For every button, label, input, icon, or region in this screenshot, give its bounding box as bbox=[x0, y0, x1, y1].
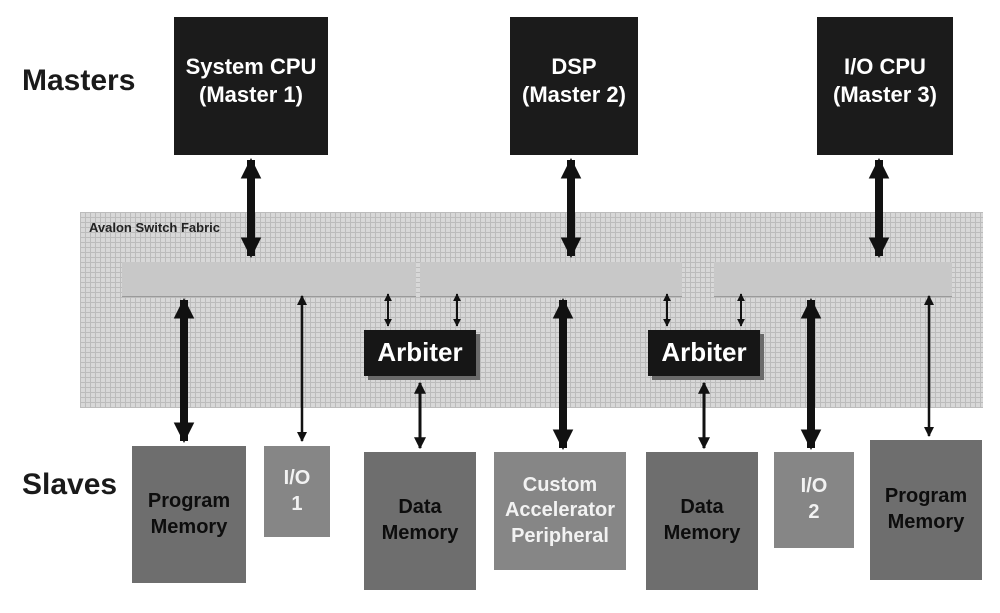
slave-data-memory-1: Data Memory bbox=[364, 452, 476, 590]
switch-fabric-label: Avalon Switch Fabric bbox=[89, 220, 220, 235]
master-system-cpu: System CPU (Master 1) bbox=[174, 17, 328, 155]
arbiter-2: Arbiter bbox=[648, 330, 760, 376]
fabric-bus-segment-1 bbox=[122, 262, 416, 296]
arbiter-1: Arbiter bbox=[364, 330, 476, 376]
slave-program-memory-1: Program Memory bbox=[132, 446, 246, 583]
slaves-row-label: Slaves bbox=[22, 468, 118, 501]
slave-data-memory-2: Data Memory bbox=[646, 452, 758, 590]
fabric-bus-segment-2 bbox=[420, 262, 682, 296]
masters-row-label: Masters bbox=[22, 64, 136, 97]
switch-fabric bbox=[80, 212, 983, 408]
master-io-cpu: I/O CPU (Master 3) bbox=[817, 17, 953, 155]
slave-io-2: I/O 2 bbox=[774, 452, 854, 548]
fabric-bus-segment-3 bbox=[714, 262, 952, 296]
slave-custom-accelerator-peripheral: Custom Accelerator Peripheral bbox=[494, 452, 626, 570]
slave-io-1: I/O 1 bbox=[264, 446, 330, 537]
slave-program-memory-2: Program Memory bbox=[870, 440, 982, 580]
master-dsp: DSP (Master 2) bbox=[510, 17, 638, 155]
